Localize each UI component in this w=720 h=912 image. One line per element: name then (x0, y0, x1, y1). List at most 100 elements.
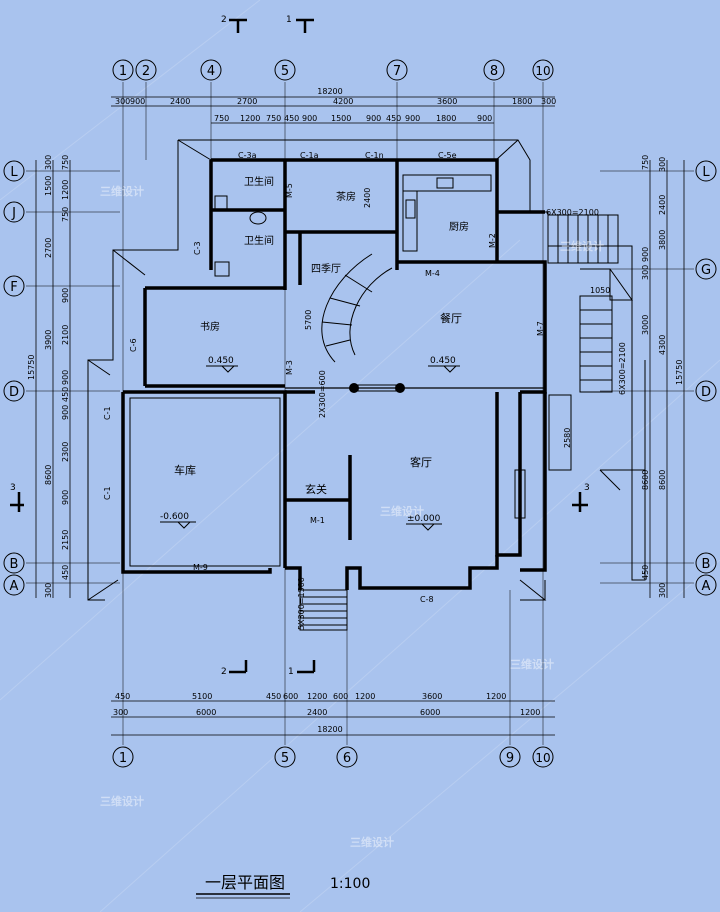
tag-c6: C-6 (129, 338, 138, 352)
dim-top-r2-6: 900 (366, 114, 381, 123)
dim-right-c2-1: 900 (641, 247, 650, 262)
stairs-entry (299, 589, 348, 631)
note-2400: 2400 (363, 188, 372, 208)
tag-m9: M-9 (193, 563, 208, 572)
dim-left-c1-4: 8600 (44, 465, 53, 485)
tag-m4: M-4 (425, 269, 440, 278)
beam (285, 383, 545, 393)
room-four-season: 四季厅 (311, 263, 341, 275)
axis-bottom-5: 5 (281, 751, 289, 766)
axis-grid-lines (26, 82, 694, 745)
tag-c1b: C-1 (103, 486, 112, 500)
dimensions-bottom: 450 5100 450 600 1200 600 1200 3600 1200… (111, 692, 555, 736)
axis-bottom-9: 9 (506, 751, 514, 766)
level-living: ±0.000 (407, 514, 441, 524)
misc-notes: 6X300=2100 6X300=2100 2X300=600 5X300=15… (297, 188, 627, 630)
note-5700: 5700 (304, 310, 313, 330)
dim-bot-r2-4: 1200 (307, 692, 327, 701)
tag-c1a: C-1 (103, 406, 112, 420)
axis-top-4: 4 (207, 64, 215, 79)
room-garage: 车库 (174, 463, 196, 477)
dim-left-c1-2: 2700 (44, 238, 53, 258)
dim-top-r1-6: 1800 (512, 97, 532, 106)
dim-bot-r2-6: 1200 (355, 692, 375, 701)
dimensions-right: 750 900 300 3000 4300 8600 450 300 2400 … (641, 155, 685, 598)
axis-bubbles-top: 1 2 4 5 7 8 10 (112, 59, 554, 81)
dim-right-c1-1: 2400 (658, 195, 667, 215)
dim-top-r1-4: 4200 (333, 97, 353, 106)
dim-bot-r2-8: 1200 (486, 692, 506, 701)
axis-left-F: F (10, 280, 17, 295)
dim-left-c2-3: 900 (61, 288, 70, 303)
axis-right-G: G (701, 263, 711, 278)
walls (121, 158, 547, 590)
axis-top-10: 10 (535, 64, 550, 78)
dim-left-c2-1: 1200 (61, 180, 70, 200)
axis-bubbles-bottom: 1 5 6 9 10 (112, 746, 554, 768)
watermark-6: 三维设计 (350, 835, 394, 849)
dim-top-total: 18200 (317, 87, 342, 96)
axis-top-5: 5 (281, 64, 289, 79)
dim-top-r1-0: 300 (115, 97, 130, 106)
dim-top-r2-4: 900 (302, 114, 317, 123)
dim-left-total: 15750 (27, 355, 36, 380)
tag-m1: M-1 (310, 516, 325, 525)
note-stair1: 6X300=2100 (546, 208, 599, 217)
section-marks: 2 1 2 1 3 3 (10, 15, 590, 677)
section-mark-top-1: 1 (286, 15, 292, 25)
note-1050: 1050 (590, 286, 610, 295)
axis-bubbles-left: L J F D B A (3, 160, 25, 596)
dim-right-c1-2: 3800 (658, 230, 667, 250)
dim-bot-r2-0: 450 (115, 692, 130, 701)
dim-right-c1-4: 300 (658, 583, 667, 598)
dim-top-r2-2: 750 (266, 114, 281, 123)
axis-bottom-1: 1 (119, 751, 127, 766)
dim-top-r1-5: 3600 (437, 97, 457, 106)
dim-right-c2-2: 300 (641, 265, 650, 280)
axis-right-A: A (702, 579, 711, 594)
room-kitchen: 厨房 (449, 220, 469, 233)
room-study: 书房 (200, 320, 220, 333)
dimensions-top: 18200 300 900 2400 2700 4200 3600 1800 3… (111, 87, 556, 124)
dim-left-c1-1: 1500 (44, 176, 53, 196)
dim-top-r2-8: 900 (405, 114, 420, 123)
dim-bot-r1-4: 1200 (520, 708, 540, 717)
tag-c1a-top: C-1a (300, 151, 319, 160)
dim-left-c2-8: 2300 (61, 442, 70, 462)
room-bath2: 卫生间 (244, 234, 274, 247)
dim-top-r2-7: 450 (386, 114, 401, 123)
watermark-2: 三维设计 (560, 239, 604, 253)
note-stair3: 2X300=600 (318, 370, 327, 418)
dim-bot-r2-2: 450 (266, 692, 281, 701)
axis-left-B: B (10, 557, 19, 572)
axis-bottom-10: 10 (535, 751, 550, 765)
dim-bot-total: 18200 (317, 725, 342, 734)
room-dining: 餐厅 (440, 311, 462, 325)
watermark-1: 三维设计 (100, 184, 144, 198)
dim-bot-r2-7: 3600 (422, 692, 442, 701)
room-foyer: 玄关 (305, 482, 327, 496)
dimensions-left: 15750 300 1500 2700 3900 8600 300 750 12… (27, 155, 71, 598)
dim-left-c1-5: 300 (44, 583, 53, 598)
dim-left-c2-6: 450 (61, 387, 70, 402)
dim-left-c2-7: 900 (61, 405, 70, 420)
dim-left-c2-0: 750 (61, 155, 70, 170)
door-window-tags: M-1 M-2 M-3 M-4 M-5 M-7 M-9 C-1 C-1 C-3 … (103, 151, 545, 604)
room-tea: 茶房 (336, 190, 356, 203)
axis-right-D: D (701, 385, 711, 400)
axis-bubbles-right: L G D B A (695, 160, 717, 596)
axis-top-2: 2 (142, 64, 150, 79)
note-2580: 2580 (563, 428, 572, 448)
dim-top-r2-1: 1200 (240, 114, 260, 123)
dim-right-c2-3: 3000 (641, 315, 650, 335)
section-mark-bottom-2: 2 (221, 667, 227, 677)
room-labels: 卫生间 卫生间 茶房 厨房 四季厅 书房 餐厅 客厅 车库 玄关 (174, 175, 469, 496)
tag-m2: M-2 (488, 233, 497, 248)
dim-right-c2-0: 750 (641, 155, 650, 170)
dim-top-r1-7: 300 (541, 97, 556, 106)
tag-m7: M-7 (536, 321, 545, 336)
bath-fixtures (214, 195, 267, 277)
tag-c3: C-3 (193, 241, 202, 255)
